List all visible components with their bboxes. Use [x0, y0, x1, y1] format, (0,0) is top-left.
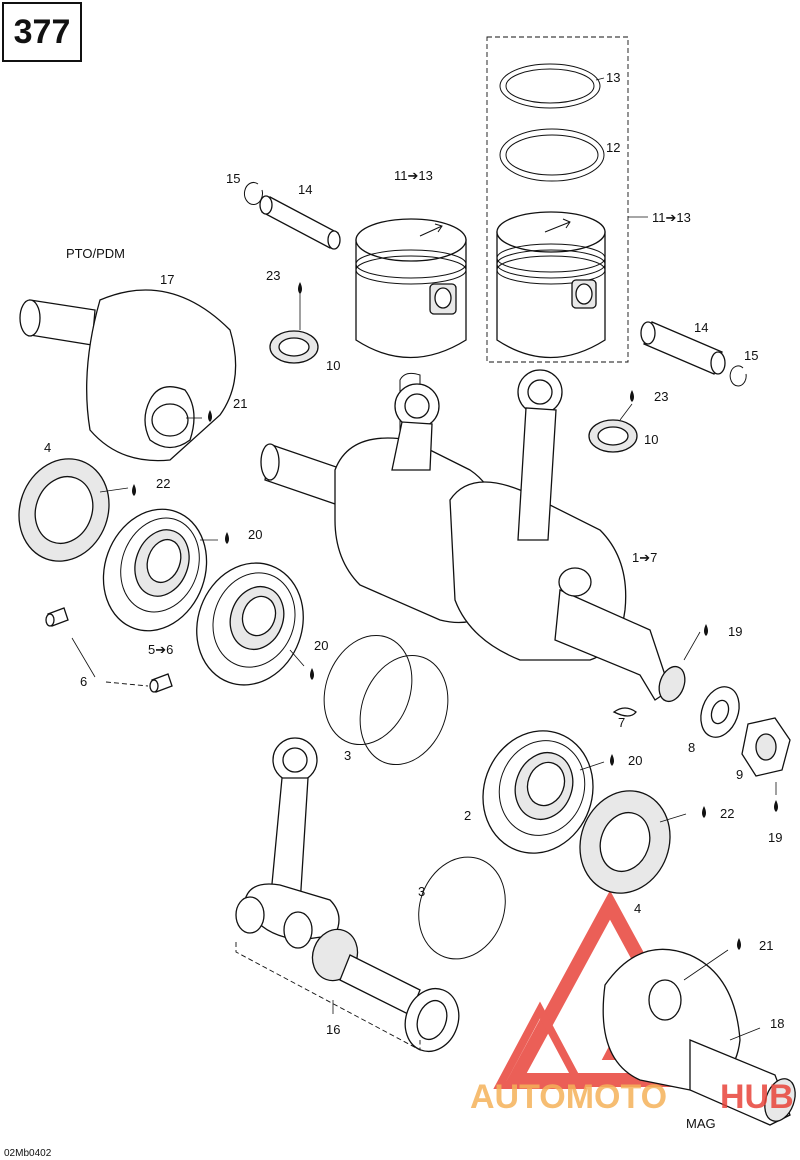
oil-drop-icon — [702, 806, 706, 818]
circlip-left — [243, 182, 263, 205]
callout-19-lower: 19 — [768, 830, 782, 845]
piston-left — [355, 218, 467, 359]
connecting-rod-right — [517, 369, 563, 541]
crankshaft-assembly — [260, 372, 701, 703]
label-mag: MAG — [686, 1116, 716, 1131]
callout-21-lower: 21 — [759, 938, 773, 953]
callout-3-lower: 3 — [418, 884, 425, 899]
dowel-pin-lower — [149, 673, 173, 693]
oil-seal-left — [18, 458, 129, 562]
callout-16: 16 — [326, 1022, 340, 1037]
callout-20-middle: 20 — [314, 638, 328, 653]
o-ring-upper — [323, 634, 449, 766]
callout-17: 17 — [160, 272, 174, 287]
callout-11-13-top: 11➔13 — [394, 168, 433, 183]
footer-code: 02Mb0402 — [4, 1148, 52, 1159]
page-number: 377 — [13, 12, 71, 51]
oil-drop-icon — [737, 938, 741, 950]
callout-10-left: 10 — [326, 358, 340, 373]
piston-ring-12 — [499, 128, 605, 182]
oil-drop-icon — [132, 484, 136, 496]
needle-bearing-left — [269, 292, 319, 364]
nut-9 — [741, 717, 791, 795]
wrist-pin-left — [259, 195, 341, 250]
mag-crank-half — [602, 948, 796, 1126]
o-ring-lower — [418, 856, 506, 960]
washer-8 — [700, 686, 740, 738]
callout-22-upper: 22 — [156, 476, 170, 491]
ball-bearing-5 — [102, 508, 218, 632]
oil-drop-icon — [298, 282, 302, 294]
callout-11-13-right: 11➔13 — [652, 210, 691, 225]
circlip-right — [729, 365, 747, 387]
oil-drop-icon — [704, 624, 708, 636]
callout-4-left: 4 — [44, 440, 51, 455]
callout-9: 9 — [736, 767, 743, 782]
oil-drop-icon — [225, 532, 229, 544]
callout-15-right: 15 — [744, 348, 758, 363]
watermark-text-part1: AUTOMOTO — [470, 1078, 667, 1116]
callout-22-lower: 22 — [720, 806, 734, 821]
callout-15-left: 15 — [226, 171, 240, 186]
callout-23-left: 23 — [266, 268, 280, 283]
callout-20-lower: 20 — [628, 753, 642, 768]
oil-seal-mag — [579, 790, 687, 894]
callout-12: 12 — [606, 140, 620, 155]
page-number-box: 377 — [2, 2, 82, 62]
callout-6: 6 — [80, 674, 87, 689]
oil-drop-icon — [630, 390, 634, 402]
ring-kit-frame — [486, 36, 629, 363]
callout-23-right: 23 — [654, 389, 668, 404]
oil-drop-icon — [208, 410, 212, 422]
callout-13: 13 — [606, 70, 620, 85]
callout-14-left: 14 — [298, 182, 312, 197]
pto-crank-half — [19, 289, 237, 462]
callout-19-upper: 19 — [728, 624, 742, 639]
callout-3-upper: 3 — [344, 748, 351, 763]
oil-drop-icon — [610, 754, 614, 766]
callout-8: 8 — [688, 740, 695, 755]
wrist-pin-right — [640, 321, 726, 375]
callout-21-upper: 21 — [233, 396, 247, 411]
watermark-text: AUTOMOTO HUB — [470, 1078, 794, 1116]
oil-drop-icon — [310, 668, 314, 680]
watermark-text-part2: HUB — [720, 1078, 794, 1116]
needle-bearing-right — [588, 403, 638, 453]
callout-4-lower: 4 — [634, 901, 641, 916]
connecting-rod-left — [391, 383, 440, 471]
callout-7: 7 — [618, 715, 625, 730]
connecting-rod-kit — [235, 737, 460, 1053]
callout-18: 18 — [770, 1016, 784, 1031]
woodruff-key — [612, 707, 637, 717]
callout-10-right: 10 — [644, 432, 658, 447]
ball-bearing-6 — [196, 562, 305, 686]
piston-ring-13 — [499, 63, 601, 109]
callout-2: 2 — [464, 808, 471, 823]
piston-right — [496, 211, 606, 359]
ball-bearing-2 — [482, 730, 605, 854]
oil-drop-icon — [774, 800, 778, 812]
callout-5-6: 5➔6 — [148, 642, 173, 657]
callout-14-right: 14 — [694, 320, 708, 335]
callout-20-upper: 20 — [248, 527, 262, 542]
label-pto: PTO/PDM — [66, 246, 125, 261]
oil-drop-icons — [132, 282, 778, 950]
dowel-pin-upper — [45, 607, 69, 627]
callout-1-7: 1➔7 — [632, 550, 657, 565]
